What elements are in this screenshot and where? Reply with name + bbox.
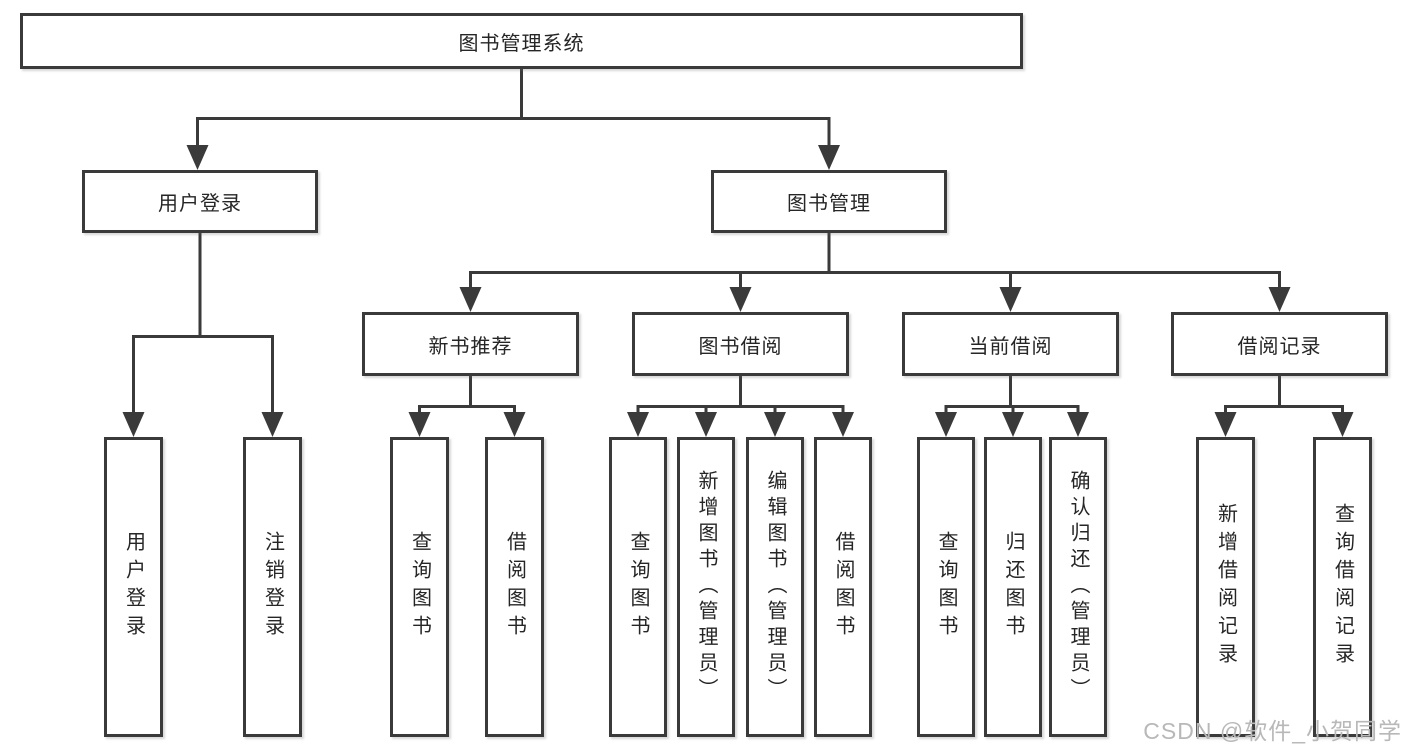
node-borrowing-records: 借阅记录	[1171, 312, 1388, 376]
leaf-logout: 注销登录	[243, 437, 302, 737]
arrowheads-level2	[186, 145, 840, 170]
node-book-management: 图书管理	[711, 170, 947, 233]
connector-book-borrowing-leaves	[636, 376, 845, 414]
leaf-nb-query-book: 查询图书	[390, 437, 449, 737]
leaf-bb-add-book-admin: 新增图书（管理员）	[677, 437, 735, 737]
leaf-cb-return-book: 归还图书	[984, 437, 1042, 737]
leaf-bb-query-book: 查询图书	[609, 437, 667, 737]
arrowheads-book-borrowing-leaves	[627, 412, 854, 437]
leaf-cb-query-book: 查询图书	[917, 437, 975, 737]
leaf-bb-borrow-book: 借阅图书	[814, 437, 872, 737]
leaf-cb-confirm-return-admin: 确认归还（管理员）	[1049, 437, 1107, 737]
csdn-watermark: CSDN @软件_小贺同学	[1143, 718, 1402, 744]
node-user-login: 用户登录	[82, 170, 318, 233]
node-root: 图书管理系统	[20, 13, 1023, 69]
connector-user-login-leaves	[132, 233, 274, 414]
connector-root-to-level2	[196, 69, 831, 146]
leaf-bb-edit-book-admin: 编辑图书（管理员）	[746, 437, 804, 737]
node-current-borrowing: 当前借阅	[902, 312, 1119, 376]
node-book-borrowing: 图书借阅	[632, 312, 849, 376]
connector-borrowing-records-leaves	[1224, 376, 1344, 414]
arrowheads-new-book-leaves	[408, 412, 526, 437]
connector-book-management-level3	[469, 233, 1281, 289]
connector-current-borrowing-leaves	[944, 376, 1080, 414]
arrowheads-level3	[459, 287, 1291, 312]
arrowheads-user-login-leaves	[122, 412, 284, 437]
node-new-book-recommend: 新书推荐	[362, 312, 579, 376]
leaf-br-add-record: 新增借阅记录	[1196, 437, 1255, 737]
leaf-nb-borrow-book: 借阅图书	[485, 437, 544, 737]
connector-new-book-leaves	[418, 376, 516, 414]
arrowheads-current-borrowing-leaves	[935, 412, 1089, 437]
leaf-br-query-record: 查询借阅记录	[1313, 437, 1372, 737]
leaf-user-login: 用户登录	[104, 437, 163, 737]
arrowheads-borrowing-records-leaves	[1214, 412, 1354, 437]
